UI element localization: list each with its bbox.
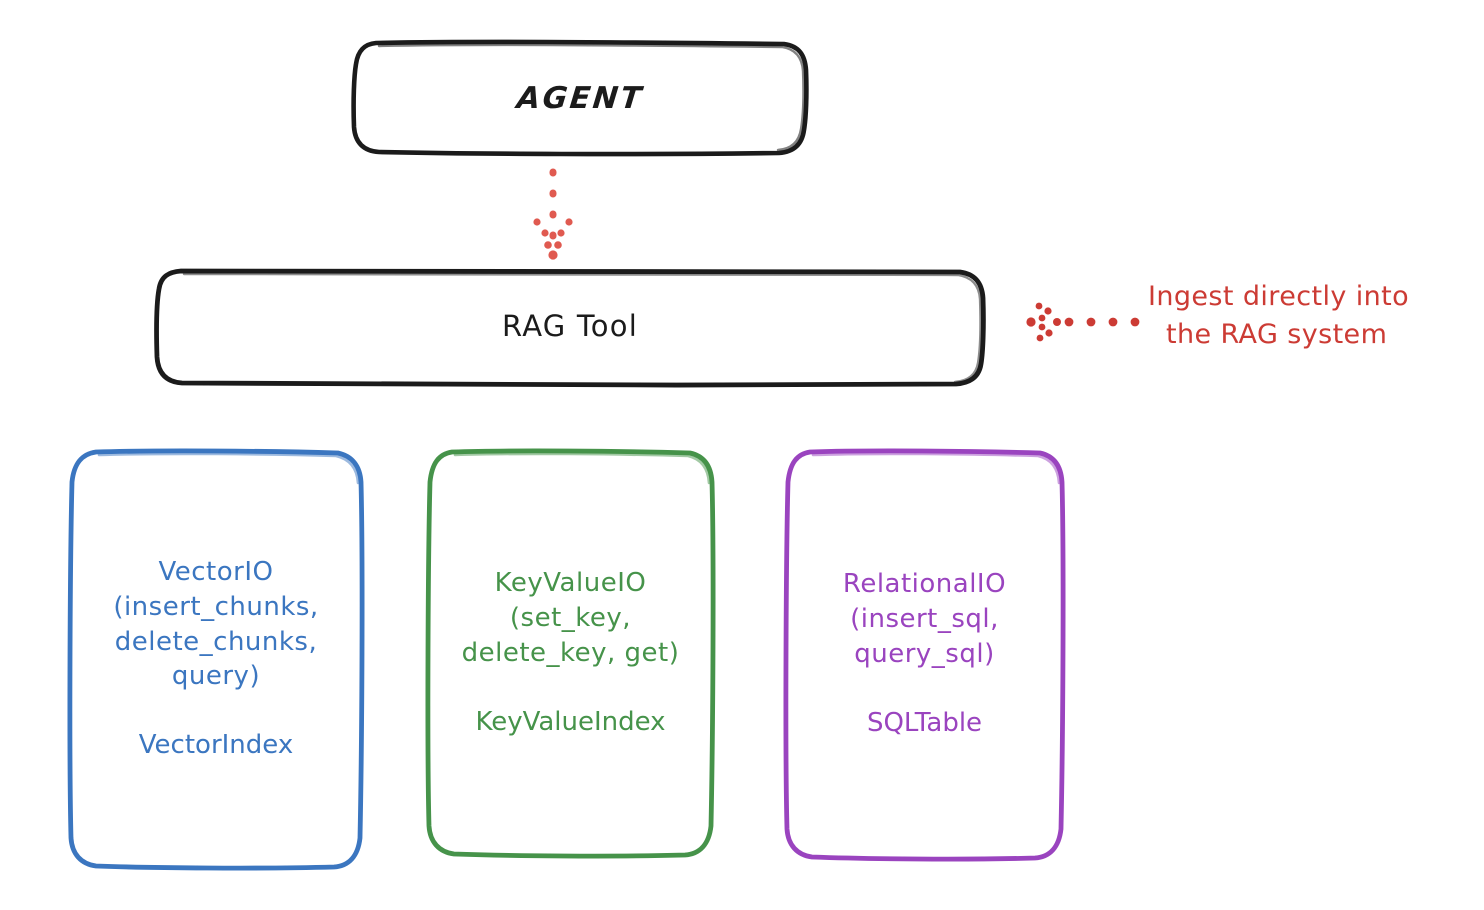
key-value-io-node[interactable]: KeyValueIO (set_key, delete_key, get) Ke… bbox=[428, 450, 713, 856]
key-value-io-box-outline[interactable] bbox=[425, 448, 716, 859]
relational-io-node[interactable]: RelationalIO (insert_sql, query_sql) SQL… bbox=[786, 450, 1063, 858]
relational-io-label: RelationalIO (insert_sql, query_sql) bbox=[842, 569, 1007, 669]
key-value-io-label: KeyValueIO (set_key, delete_key, get) bbox=[461, 568, 680, 668]
vector-index-label: VectorIndex bbox=[138, 730, 294, 761]
vector-io-label: VectorIO (insert_chunks, delete_chunks, … bbox=[113, 556, 319, 692]
annotation-line-1: Ingest directly into bbox=[1148, 281, 1410, 312]
ingest-annotation: Ingest directly into the RAG system bbox=[1148, 278, 1478, 355]
agent-to-rag-arrow bbox=[533, 168, 573, 260]
annotation-arrow bbox=[1026, 302, 1140, 342]
agent-label: AGENT bbox=[514, 80, 646, 116]
rag-tool-node[interactable]: RAG Tool bbox=[157, 270, 983, 384]
agent-node[interactable]: AGENT bbox=[354, 42, 806, 154]
key-value-index-label: KeyValueIndex bbox=[475, 706, 666, 737]
vector-io-box-outline[interactable] bbox=[67, 448, 365, 871]
rag-tool-box-outline[interactable] bbox=[154, 267, 986, 388]
vector-io-node[interactable]: VectorIO (insert_chunks, delete_chunks, … bbox=[70, 450, 362, 868]
relational-io-box-outline[interactable] bbox=[783, 448, 1066, 862]
annotation-line-2: the RAG system bbox=[1166, 319, 1388, 351]
rag-tool-label: RAG Tool bbox=[502, 309, 638, 344]
agent-box-outline[interactable] bbox=[351, 39, 809, 157]
sql-table-label: SQLTable bbox=[866, 707, 983, 738]
